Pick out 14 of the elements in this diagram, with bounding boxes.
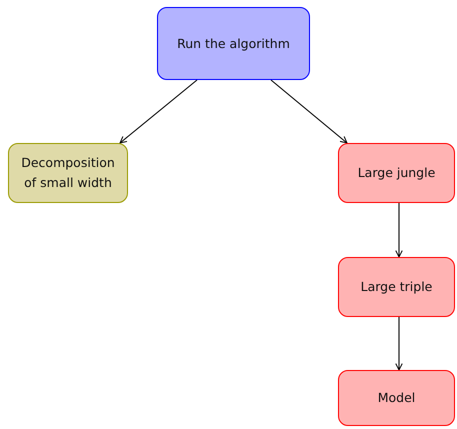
arrow (270, 80, 348, 144)
node-label: Large jungle (358, 164, 436, 182)
arrow (120, 80, 198, 144)
process-box (157, 7, 310, 80)
node-label: Decomposition of small width (20, 154, 116, 192)
process-box (338, 257, 455, 317)
arrow (395, 316, 403, 370)
process-box (338, 143, 455, 203)
process-box (8, 143, 128, 203)
node-label: Run the algorithm (177, 34, 290, 53)
arrow (395, 202, 403, 258)
process-box (338, 370, 455, 426)
node-label: Model (378, 389, 416, 407)
node-label: Large triple (360, 278, 432, 296)
